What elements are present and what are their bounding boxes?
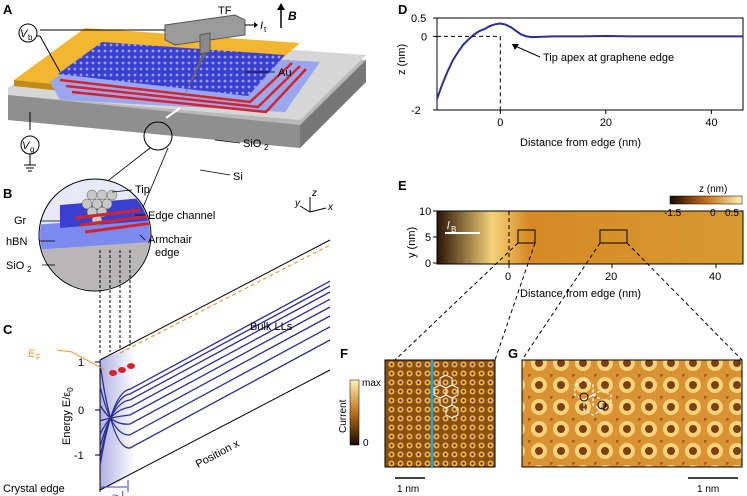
panel-label-c: C [3,322,13,337]
tf-label: TF [218,5,232,17]
e-xtick-20: 20 [605,271,617,283]
fermi-level-line [120,245,330,353]
b-label: B [288,9,297,23]
panel-f: F max 0 Current 1 nm [338,346,495,495]
tip-holder [200,33,210,54]
hbn-label: hBN [6,236,27,248]
d-ticks: 0 20 40 0.5 0 -2 [411,13,718,129]
it-sub: t [264,25,267,34]
current-map-f [385,360,495,467]
axis-x-label: x [327,202,334,213]
crystal-edge-label: Crystal edge [3,483,65,495]
c-ylabel: Energy E/ε0 [61,387,75,445]
c-ytick-neg1: -1 [74,450,84,462]
cbar-tick-zero: 0 [710,208,716,219]
cbar-tick-neg: -1.5 [664,208,682,219]
e-ylabel: y (nm) [406,227,418,258]
lb-sub-e: B [451,225,456,234]
au-label: Au [278,67,291,79]
position-label: Position x [194,437,242,470]
panel-label-f: F [340,346,348,361]
e-xtick-40: 40 [709,271,721,283]
edge-channel-label: Edge channel [148,210,215,222]
d-ylabel: z (nm) [396,44,408,75]
d-annotation: Tip apex at graphene edge [543,52,674,64]
current-map-g [522,360,742,467]
b-field-arrow-icon [277,3,285,10]
f-cbar-min: 0 [363,438,369,449]
armchair-label: Armchair [148,234,192,246]
panel-label-e: E [398,178,407,193]
cbar-label-e: z (nm) [699,184,727,195]
it-label: I [260,20,263,32]
cbar-tick-pos: 0.5 [725,208,739,219]
f-colorbar [350,380,359,445]
d-ytick-label: 0 [421,31,427,43]
e-xtick-0: 0 [505,271,511,283]
g-scale-label: 1 nm [697,484,719,495]
c-ytick-1: 1 [78,357,84,369]
e-ytick-0: 0 [425,258,431,270]
panel-e: E l B z (nm) -1.5 0 0.5 10 5 0 0 20 40 D… [395,178,743,360]
afm-topography-map [437,211,743,264]
sio2-sub-b: 2 [27,265,32,274]
f-scale-label: 1 nm [397,484,419,495]
edge-label: edge [155,247,179,259]
d-xtick-label: 20 [600,117,612,129]
d-ytick-label: -2 [411,105,421,117]
sio2-sub: 2 [264,143,269,152]
e-ytick-10: 10 [419,206,431,218]
d-ytick-label: 0.5 [411,13,426,25]
si-label: Si [233,171,243,183]
c-ytick-0: 0 [78,405,84,417]
panel-label-d: D [398,2,407,17]
panel-label-a: A [3,2,13,17]
d-xtick-label: 0 [497,117,503,129]
panel-label-g: G [508,346,518,361]
axis-y-label: y [294,198,301,209]
sio2-label: SiO [243,138,262,150]
vb-sub: b [28,33,33,42]
vg-sub: g [30,145,34,154]
gr-label: Gr [14,215,27,227]
d-xtick-label: 40 [705,117,717,129]
ef-sub: F [36,353,41,362]
panel-label-b: B [3,186,12,201]
e-ytick-5: 5 [425,232,431,244]
bulk-lls-label: Bulk LLs [250,321,293,333]
e-xlabel: Distance from edge (nm) [520,288,641,300]
f-cbar-max: max [362,378,381,389]
d-xlabel: Distance from edge (nm) [520,137,641,149]
d-frame [437,18,743,110]
e-colorbar [670,196,742,204]
panel-c: C E F 1 0 -1 Energy E/ε0 Bulk LLs Positi… [3,240,330,496]
panel-g: G 1 nm [508,346,742,495]
axis-z-label: z [311,188,317,199]
lb-label-c: ~ l [112,490,124,496]
sio2-label-b: SiO [6,260,25,272]
tip-label: Tip [135,184,150,196]
f-cbar-label: Current [338,399,349,433]
ef-label: E [28,348,36,360]
